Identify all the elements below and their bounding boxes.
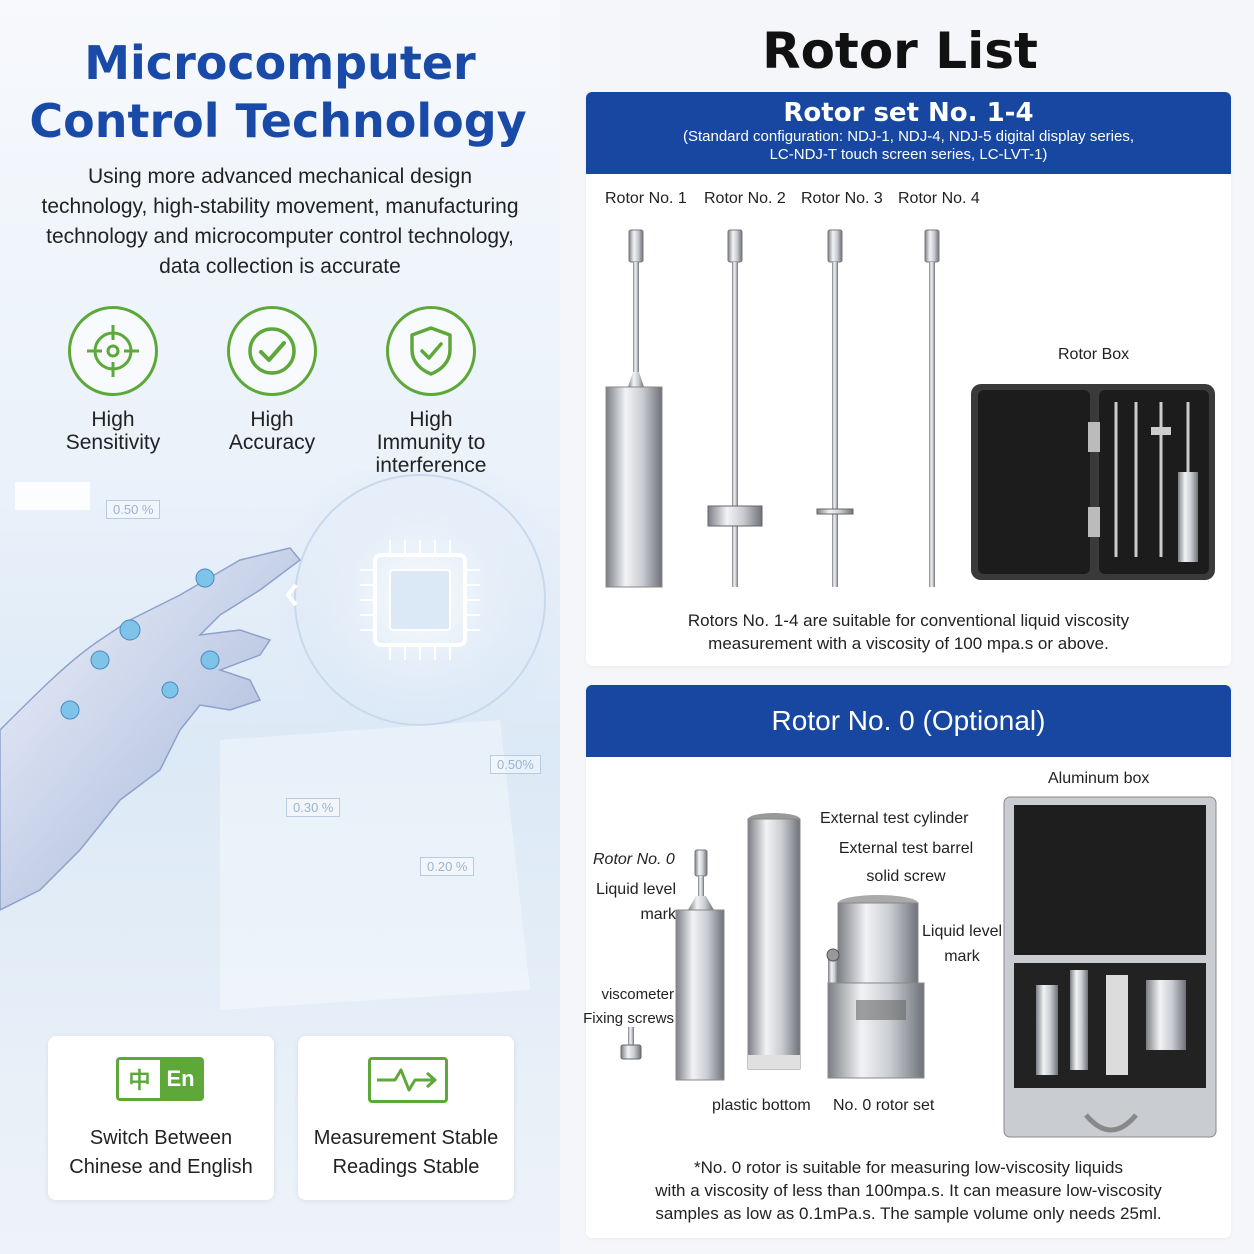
- external-test-cylinder-label: External test cylinder: [820, 810, 969, 827]
- feature-label-line: Accuracy: [228, 431, 316, 454]
- plastic-bottom-label: plastic bottom: [712, 1097, 811, 1114]
- aluminum-box-label: Aluminum box: [1048, 770, 1150, 787]
- rotor-3-label: Rotor No. 3: [801, 190, 883, 207]
- rotor-0-image: [620, 796, 1217, 1138]
- rotor-set-1-4-section: Rotor set No. 1-4 (Standard configuratio…: [586, 92, 1231, 666]
- robot-hand-illustration: 0.50 % 0.30 % 0.50% 0.20 %: [0, 450, 560, 1030]
- feature-label: High Accuracy: [192, 408, 352, 454]
- rotor-box-label: Rotor Box: [1058, 346, 1130, 363]
- crosshair-icon: [68, 306, 158, 396]
- pulse-arrow-icon: [368, 1057, 448, 1103]
- card-label: Measurement Stable Readings Stable: [298, 1124, 514, 1182]
- rotor-set-1-4-image: [605, 229, 1215, 588]
- rotor-set-1-4-subtitle-1: (Standard configuration: NDJ-1, NDJ-4, N…: [682, 128, 1134, 145]
- card-label-line: Switch Between: [89, 1127, 233, 1149]
- rotor-2-label: Rotor No. 2: [704, 190, 786, 207]
- callout-line: solid screw: [866, 868, 946, 885]
- note-line: *No. 0 rotor is suitable for measuring l…: [694, 1158, 1123, 1177]
- note-line: Rotors No. 1-4 are suitable for conventi…: [687, 611, 1130, 630]
- rotor-list-title: Rotor List: [762, 22, 1038, 80]
- callout-line: Liquid level: [595, 881, 676, 898]
- rotor-4-label: Rotor No. 4: [898, 190, 980, 207]
- feature-label-line: Sensitivity: [65, 431, 161, 454]
- card-label-line: Chinese and English: [69, 1156, 253, 1178]
- right-panel: Rotor List Rotor set No. 1-4 (Standard c…: [560, 0, 1254, 1254]
- left-description: Using more advanced mechanical design te…: [41, 165, 519, 278]
- feature-label: High Sensitivity: [33, 408, 193, 454]
- card-label: Switch Between Chinese and English: [48, 1124, 274, 1182]
- card-measurement-stable: Measurement Stable Readings Stable: [298, 1036, 514, 1200]
- rotor-set-1-4-note: Rotors No. 1-4 are suitable for conventi…: [606, 609, 1211, 655]
- language-icon-zh: 中: [128, 1068, 151, 1093]
- feature-label-line: High: [409, 408, 453, 431]
- callout-line: External test barrel: [838, 840, 974, 857]
- rotor-1-label: Rotor No. 1: [605, 190, 687, 207]
- viscometer-fixing-screws-label: viscometer Fixing screws: [582, 983, 674, 1031]
- note-line: samples as low as 0.1mPa.s. The sample v…: [655, 1204, 1162, 1223]
- feature-label-line: Immunity to: [376, 431, 486, 454]
- overlay-value: 0.50%: [490, 755, 541, 774]
- title-line-2: Control Technology: [29, 94, 527, 148]
- rotor-0-section: Rotor No. 0 (Optional) Aluminum box Roto…: [583, 685, 1231, 1238]
- language-switch-icon: 中 En: [116, 1057, 204, 1101]
- feature-accuracy: High Accuracy: [192, 306, 352, 454]
- overlay-value: 0.50 %: [106, 500, 161, 519]
- feature-label: High Immunity to interference: [351, 408, 511, 477]
- rotor-set-1-4-subtitle-2: LC-NDJ-T touch screen series, LC-LVT-1): [769, 146, 1048, 163]
- shield-check-icon: [386, 306, 476, 396]
- check-circle-icon: [227, 306, 317, 396]
- feature-sensitivity: High Sensitivity: [33, 306, 193, 454]
- callout-line: mark: [944, 948, 980, 965]
- note-line: with a viscosity of less than 100mpa.s. …: [655, 1181, 1162, 1200]
- rotor-0-label: Rotor No. 0: [593, 851, 675, 868]
- left-title: Microcomputer Control Technology: [0, 34, 560, 150]
- callout-line: mark: [640, 906, 676, 923]
- rotor-set-label: No. 0 rotor set: [833, 1097, 935, 1114]
- liquid-level-mark-label-a: Liquid level mark: [592, 877, 676, 927]
- feature-label-line: High: [250, 408, 294, 431]
- note-line: measurement with a viscosity of 100 mpa.…: [708, 634, 1109, 653]
- rotor-set-1-4-heading: Rotor set No. 1-4: [783, 98, 1034, 128]
- overlay-value: 0.20 %: [420, 857, 475, 876]
- rotor-0-note: *No. 0 rotor is suitable for measuring l…: [606, 1156, 1211, 1225]
- callout-line: Fixing screws: [583, 1010, 674, 1027]
- feature-label-line: High: [91, 408, 135, 431]
- callout-line: Liquid level: [922, 923, 1003, 940]
- rotor-0-header: Rotor No. 0 (Optional): [586, 685, 1231, 757]
- left-panel: Microcomputer Control Technology Using m…: [0, 0, 560, 1254]
- overlay-value: 0.30 %: [286, 798, 341, 817]
- external-test-barrel-label: External test barrel solid screw: [835, 835, 977, 891]
- card-label-line: Measurement Stable: [313, 1127, 499, 1149]
- rotor-0-heading: Rotor No. 0 (Optional): [771, 705, 1046, 736]
- liquid-level-mark-label-b: Liquid level mark: [922, 919, 1002, 969]
- card-label-line: Readings Stable: [332, 1156, 480, 1178]
- title-line-1: Microcomputer: [84, 36, 476, 90]
- language-icon-en: En: [160, 1060, 201, 1098]
- rotor-set-1-4-header: Rotor set No. 1-4 (Standard configuratio…: [586, 92, 1231, 174]
- feature-immunity: High Immunity to interference: [351, 306, 511, 477]
- callout-line: viscometer: [601, 986, 674, 1003]
- card-language-switch: 中 En Switch Between Chinese and English: [48, 1036, 274, 1200]
